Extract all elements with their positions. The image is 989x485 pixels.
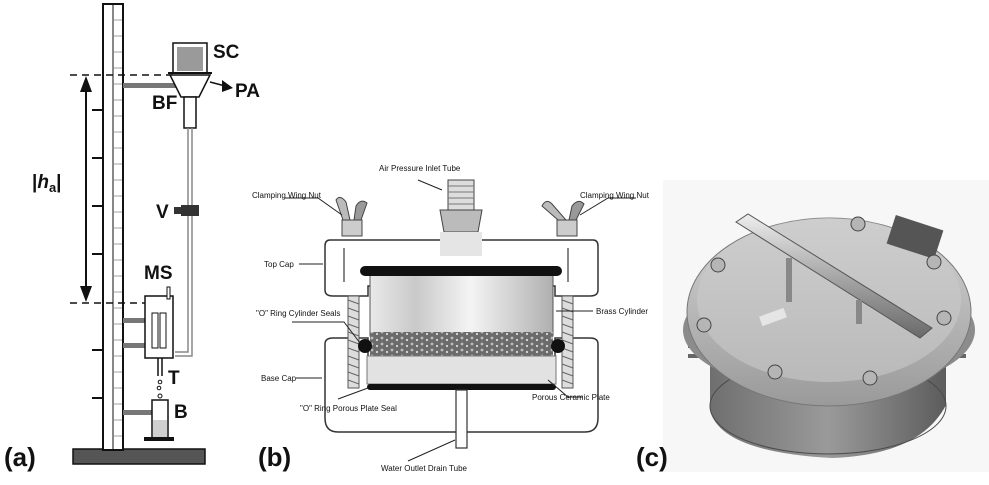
air-inlet-fitting bbox=[439, 179, 483, 256]
water-drops bbox=[156, 379, 163, 399]
funnel-support-arm bbox=[123, 83, 179, 88]
top-o-ring-seal bbox=[360, 266, 562, 276]
valve bbox=[181, 205, 199, 216]
ms-support-arm-upper bbox=[123, 318, 145, 323]
panel-label-a: (a) bbox=[4, 442, 36, 472]
label-bf: BF bbox=[152, 93, 177, 114]
leader-lines bbox=[285, 179, 636, 462]
label-brass-cylinder: Brass Cylinder bbox=[596, 307, 648, 316]
label-wing-nut-left: Clamping Wing Nut bbox=[252, 191, 322, 200]
label-air-inlet: Air Pressure Inlet Tube bbox=[379, 164, 461, 173]
scale-fine-ticks bbox=[113, 19, 122, 437]
panel-a-apparatus: SC PA BF |ha| V MS T B bbox=[32, 3, 260, 465]
stand-base bbox=[72, 448, 206, 465]
label-o-ring-cylinder: "O" Ring Cylinder Seals bbox=[256, 309, 340, 318]
label-wing-nut-right: Clamping Wing Nut bbox=[580, 191, 650, 200]
panel-label-c: (c) bbox=[636, 442, 668, 472]
connecting-tube bbox=[175, 128, 193, 357]
left-wing-nut bbox=[335, 196, 368, 237]
label-porous-plate: Porous Ceramic Plate bbox=[532, 393, 610, 402]
label-pa: PA bbox=[235, 81, 260, 102]
label-b: B bbox=[174, 402, 188, 423]
label-t: T bbox=[168, 368, 180, 389]
rim-wing-nuts bbox=[696, 216, 952, 386]
brass-cylinder bbox=[369, 271, 554, 337]
plate-o-ring-seal bbox=[367, 384, 556, 390]
panel-c-pressure-plate-photo bbox=[663, 180, 989, 472]
ms-support-arm-lower bbox=[123, 343, 145, 348]
pa-arrow-head bbox=[222, 80, 233, 92]
water-outlet-tube bbox=[455, 389, 468, 449]
label-base-cap: Base Cap bbox=[261, 374, 297, 383]
left-cylinder-seal bbox=[358, 339, 372, 353]
label-water-outlet: Water Outlet Drain Tube bbox=[381, 464, 468, 473]
label-ms: MS bbox=[144, 263, 173, 284]
label-top-cap: Top Cap bbox=[264, 260, 294, 269]
ha-dimension-arrow bbox=[80, 76, 92, 302]
right-cylinder-seal bbox=[551, 339, 565, 353]
label-sc: SC bbox=[213, 42, 240, 63]
left-bolt bbox=[347, 295, 360, 389]
beaker-support-arm bbox=[123, 410, 153, 415]
panel-b-pressure-plate-diagram: Air Pressure Inlet Tube Clamping Wing Nu… bbox=[252, 164, 650, 473]
funnel-stem bbox=[183, 96, 197, 129]
soil-sample bbox=[370, 332, 553, 356]
label-ha: |ha| bbox=[32, 172, 62, 195]
mariotte-bottle bbox=[144, 295, 174, 359]
buchner-funnel bbox=[168, 74, 212, 98]
label-v: V bbox=[156, 202, 169, 223]
handle-bar bbox=[735, 213, 933, 339]
panel-label-b: (b) bbox=[258, 442, 291, 472]
sample-cell-soil bbox=[177, 47, 203, 71]
right-wing-nut bbox=[541, 200, 585, 237]
label-o-ring-plate: "O" Ring Porous Plate Seal bbox=[300, 404, 397, 413]
porous-ceramic-plate bbox=[366, 355, 557, 385]
scale-major-ticks bbox=[92, 109, 103, 399]
